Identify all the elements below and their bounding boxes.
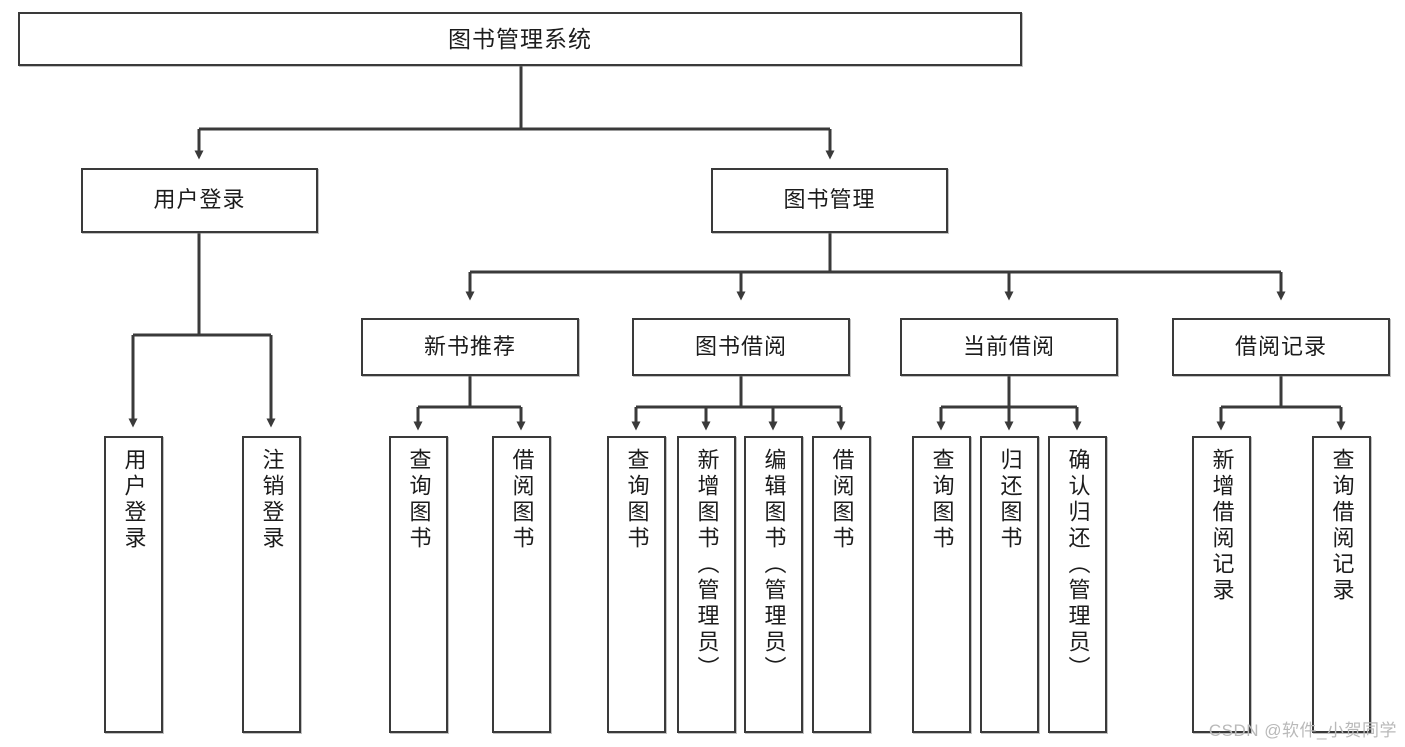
node-label: 借阅记录 [1234,333,1327,359]
node-root-system[interactable]: 图书管理系统 [18,12,1022,66]
leaf-borrow-book[interactable]: 借阅图书 [812,436,871,733]
node-label: 借阅图书 [829,448,855,552]
node-book-borrow[interactable]: 图书借阅 [632,318,850,376]
node-label: 编辑图书（管理员） [761,448,787,682]
node-current-borrow[interactable]: 当前借阅 [900,318,1118,376]
node-label: 归还图书 [997,448,1023,552]
node-book-management[interactable]: 图书管理 [711,168,948,233]
leaf-query-book-recommend[interactable]: 查询图书 [389,436,448,733]
node-label: 新增借阅记录 [1209,448,1235,604]
node-label: 图书管理 [783,187,876,213]
node-new-book-recommend[interactable]: 新书推荐 [361,318,579,376]
leaf-add-borrow-record[interactable]: 新增借阅记录 [1192,436,1251,733]
leaf-return-book[interactable]: 归还图书 [980,436,1039,733]
leaf-add-book[interactable]: 新增图书（管理员） [677,436,736,733]
node-label: 当前借阅 [962,333,1055,359]
node-label: 图书管理系统 [448,25,592,52]
node-label: 用户登录 [153,187,246,213]
node-label: 借阅图书 [509,448,535,552]
node-label: 新书推荐 [423,333,516,359]
leaf-user-login[interactable]: 用户登录 [104,436,163,733]
leaf-borrow-book-recommend[interactable]: 借阅图书 [492,436,551,733]
leaf-confirm-return[interactable]: 确认归还（管理员） [1048,436,1107,733]
leaf-query-borrow-record[interactable]: 查询借阅记录 [1312,436,1371,733]
leaf-logout-login[interactable]: 注销登录 [242,436,301,733]
node-label: 注销登录 [259,448,285,552]
node-user-login[interactable]: 用户登录 [81,168,318,233]
node-label: 查询借阅记录 [1329,448,1355,604]
node-borrow-record[interactable]: 借阅记录 [1172,318,1390,376]
node-label: 查询图书 [406,448,432,552]
node-label: 新增图书（管理员） [694,448,720,682]
leaf-query-book-borrow[interactable]: 查询图书 [607,436,666,733]
node-label: 查询图书 [624,448,650,552]
leaf-edit-book[interactable]: 编辑图书（管理员） [744,436,803,733]
node-label: 查询图书 [929,448,955,552]
node-label: 图书借阅 [694,333,787,359]
node-label: 用户登录 [121,448,147,552]
leaf-query-book-current[interactable]: 查询图书 [912,436,971,733]
csdn-watermark: CSDN @软件_小贺同学 [1208,721,1397,740]
node-label: 确认归还（管理员） [1065,448,1091,682]
